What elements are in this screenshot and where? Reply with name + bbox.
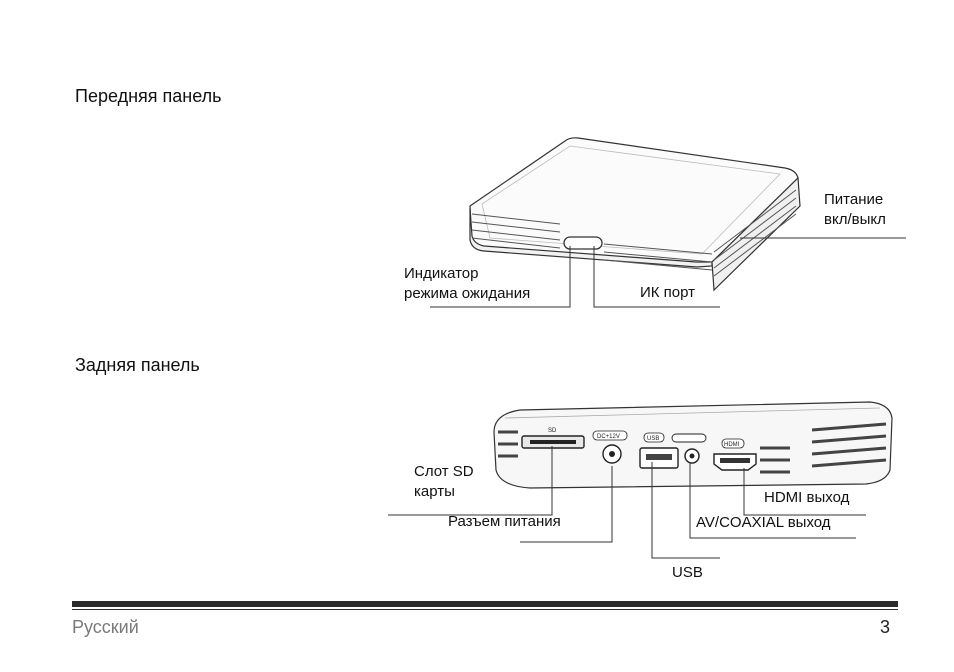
usb-mark-badge bbox=[643, 432, 665, 443]
usb-port-mark: USB bbox=[647, 436, 659, 442]
rear-leader-lines bbox=[388, 446, 866, 559]
av-coaxial-out-label: AV/COAXIAL выход bbox=[696, 514, 831, 531]
hdmi-out-label: HDMI выход bbox=[764, 489, 850, 506]
dc-port-mark: DC+12V bbox=[597, 434, 620, 440]
power-jack-label: Разъем питания bbox=[448, 513, 561, 530]
footer-rule-thick bbox=[72, 601, 898, 607]
front-device-body bbox=[469, 137, 801, 292]
dc-jack-pin bbox=[609, 451, 615, 457]
power-toggle-label-line1: Питание bbox=[824, 191, 884, 208]
ir-port-label: ИК порт bbox=[640, 284, 696, 301]
page-number: 3 bbox=[880, 617, 891, 637]
power-toggle-label-line2: вкл/выкл bbox=[824, 211, 886, 228]
sd-port-mark: SD bbox=[548, 428, 557, 434]
footer-rule-thin bbox=[72, 609, 898, 610]
usb-label: USB bbox=[672, 564, 703, 581]
sd-slot-label: Слот SD карты bbox=[414, 462, 474, 502]
rear-indicator-pill bbox=[671, 433, 707, 443]
sd-slot-label-line1: Слот SD bbox=[414, 463, 474, 480]
sd-slot-label-line2: карты bbox=[414, 483, 455, 500]
front-vent-lines bbox=[471, 189, 797, 277]
front-panel-heading: Передняя панель bbox=[75, 86, 222, 106]
power-toggle-label: Питание вкл/выкл bbox=[824, 190, 886, 230]
front-leader-lines bbox=[430, 237, 906, 308]
hdmi-port-mark: HDMI bbox=[724, 442, 740, 448]
av-jack-pin bbox=[689, 453, 695, 459]
rear-panel-heading: Задняя панель bbox=[75, 355, 200, 375]
standby-indicator-label-line2: режима ожидания bbox=[404, 285, 531, 302]
footer-language: Русский bbox=[72, 617, 139, 637]
rear-vent-lines bbox=[498, 422, 887, 474]
usb-port-tongue bbox=[646, 454, 672, 460]
ir-window bbox=[563, 236, 603, 250]
rear-device-body bbox=[493, 401, 893, 489]
hdmi-port-inner bbox=[720, 458, 750, 463]
dc-mark-badge bbox=[592, 430, 628, 441]
sd-slot-opening bbox=[530, 440, 576, 444]
hdmi-mark-badge bbox=[721, 438, 745, 449]
standby-indicator-label-line1: Индикатор bbox=[404, 265, 479, 282]
standby-indicator-label: Индикатор режима ожидания bbox=[404, 264, 530, 304]
